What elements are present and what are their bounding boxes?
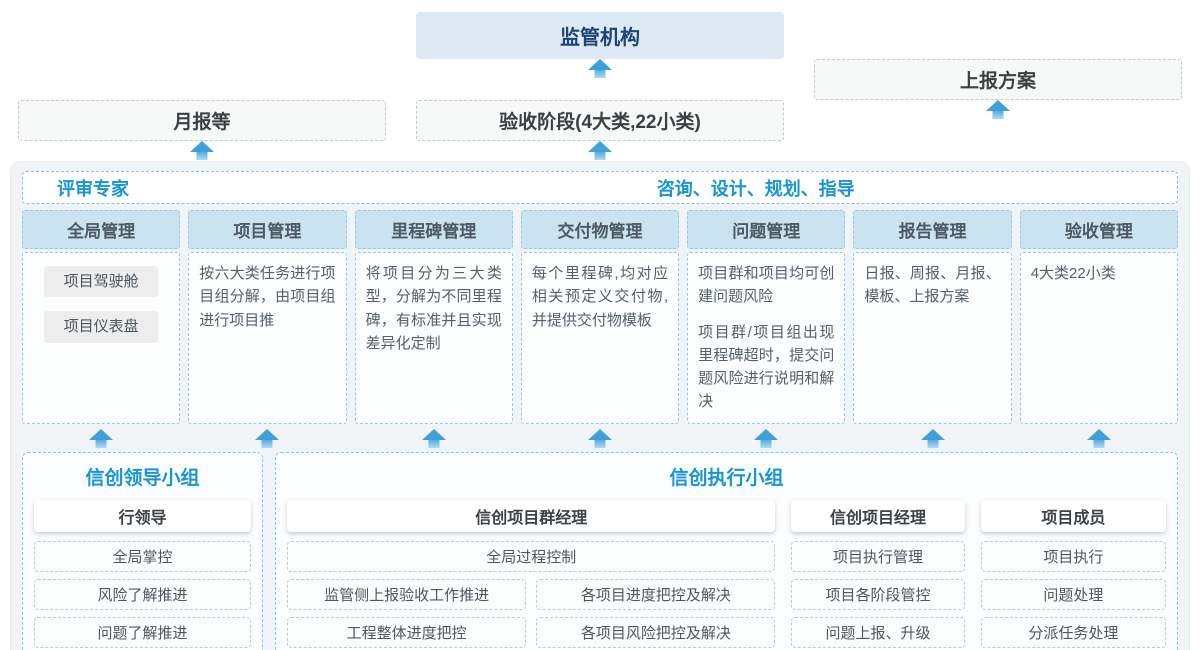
column-title: 验收管理 bbox=[1019, 210, 1178, 249]
top-flow-area: 监管机构 上报方案 月报等 验收阶段(4大类,22小类) bbox=[0, 0, 1200, 161]
column-deliverable-management: 交付物管理 每个里程碑,均对应相关预定义交付物,并提供交付物模板 bbox=[520, 210, 680, 424]
up-arrow-icon bbox=[587, 141, 613, 160]
up-arrow-icon bbox=[421, 429, 447, 448]
project-member-item: 分派任务处理 bbox=[980, 617, 1166, 648]
review-experts-label: 评审专家 bbox=[57, 178, 129, 199]
column-text: 项目群和项目均可创建问题风险 bbox=[698, 265, 835, 306]
program-manager-item: 监管侧上报验收工作推进 bbox=[287, 579, 527, 610]
leadership-group-box: 信创领导小组 行领导 全局掌控 风险了解推进 问题了解推进 信创信息掌握 bbox=[22, 452, 263, 650]
up-arrow-icon bbox=[920, 429, 946, 448]
bank-leader-role: 行领导 bbox=[34, 500, 251, 532]
column-text: 按六大类任务进行项目组分解，由项目组进行项目推 bbox=[199, 265, 336, 329]
up-arrow-icon bbox=[985, 100, 1011, 119]
column-text: 将项目分为三大类型，分解为不同里程碑，有标准并且实现差异化定制 bbox=[365, 265, 502, 352]
report-plan-box: 上报方案 bbox=[814, 59, 1182, 100]
project-manager-item: 项目执行管理 bbox=[791, 541, 965, 572]
program-manager-item: 各项目进度把控及解决 bbox=[536, 579, 776, 610]
column-text: 每个里程碑,均对应相关预定义交付物,并提供交付物模板 bbox=[531, 265, 669, 329]
execution-group-title: 信创执行小组 bbox=[669, 468, 784, 489]
program-manager-item: 各项目风险把控及解决 bbox=[536, 617, 776, 648]
execution-group-box: 信创执行小组 信创项目群经理 全局过程控制 监管侧上报验收工作推进 工程整体进度… bbox=[275, 452, 1178, 650]
project-member-role: 项目成员 bbox=[980, 500, 1166, 532]
column-issue-management: 问题管理 项目群和项目均可创建问题风险 项目群/项目组出现里程碑超时，提交问题风… bbox=[687, 210, 846, 424]
up-arrow-icon bbox=[88, 429, 114, 448]
leadership-item: 问题了解推进 bbox=[34, 617, 251, 648]
up-arrow-icon bbox=[587, 429, 613, 448]
acceptance-stage-box: 验收阶段(4大类,22小类) bbox=[416, 100, 784, 141]
expert-header-bar: 评审专家 咨询、设计、规划、指导 bbox=[22, 171, 1178, 204]
column-body: 将项目分为三大类型，分解为不同里程碑，有标准并且实现差异化定制 bbox=[354, 252, 513, 424]
column-title: 全局管理 bbox=[22, 210, 181, 249]
monthly-report-box: 月报等 bbox=[18, 100, 386, 141]
column-title: 问题管理 bbox=[687, 210, 846, 249]
leadership-group-title: 信创领导小组 bbox=[85, 468, 200, 489]
column-acceptance-management: 验收管理 4大类22小类 bbox=[1019, 210, 1178, 424]
column-body: 按六大类任务进行项目组分解，由项目组进行项目推 bbox=[188, 252, 347, 424]
column-text: 日报、周报、月报、模板、上报方案 bbox=[864, 265, 1001, 306]
column-title: 项目管理 bbox=[188, 210, 347, 249]
column-title: 交付物管理 bbox=[520, 210, 680, 249]
project-cockpit-pill: 项目驾驶舱 bbox=[43, 266, 159, 298]
column-body: 4大类22小类 bbox=[1019, 252, 1178, 424]
column-report-management: 报告管理 日报、周报、月报、模板、上报方案 bbox=[853, 210, 1012, 424]
column-text: 项目群/项目组出现里程碑超时，提交问题风险进行说明和解决 bbox=[698, 323, 835, 411]
project-member-column: 项目成员 项目执行 问题处理 分派任务处理 知识库 bbox=[980, 500, 1166, 650]
program-manager-right-list: 各项目进度把控及解决 各项目风险把控及解决 信创工程知识库建立与迭代 bbox=[536, 579, 776, 650]
project-dashboard-pill: 项目仪表盘 bbox=[43, 311, 159, 343]
column-body: 项目驾驶舱 项目仪表盘 bbox=[22, 252, 181, 424]
column-body: 项目群和项目均可创建问题风险 项目群/项目组出现里程碑超时，提交问题风险进行说明… bbox=[687, 252, 846, 424]
management-columns: 全局管理 项目驾驶舱 项目仪表盘 项目管理 按六大类任务进行项目组分解，由项目组… bbox=[22, 210, 1178, 424]
project-member-item: 项目执行 bbox=[980, 541, 1166, 572]
column-title: 里程碑管理 bbox=[354, 210, 513, 249]
column-global-management: 全局管理 项目驾驶舱 项目仪表盘 bbox=[22, 210, 181, 424]
up-arrow-icon bbox=[1086, 429, 1112, 448]
project-member-item: 问题处理 bbox=[980, 579, 1166, 610]
program-manager-item: 工程整体进度把控 bbox=[287, 617, 527, 648]
main-diagram-container: 评审专家 咨询、设计、规划、指导 全局管理 项目驾驶舱 项目仪表盘 项目管理 按… bbox=[10, 161, 1190, 650]
program-manager-item: 全局过程控制 bbox=[287, 541, 776, 572]
leadership-item: 风险了解推进 bbox=[34, 579, 251, 610]
up-arrow-icon bbox=[254, 429, 280, 448]
column-arrows-row bbox=[22, 429, 1178, 448]
project-manager-role: 信创项目经理 bbox=[791, 500, 965, 532]
column-project-management: 项目管理 按六大类任务进行项目组分解，由项目组进行项目推 bbox=[188, 210, 347, 424]
column-milestone-management: 里程碑管理 将项目分为三大类型，分解为不同里程碑，有标准并且实现差异化定制 bbox=[354, 210, 513, 424]
consult-design-plan-guide-label: 咨询、设计、规划、指导 bbox=[656, 178, 855, 199]
leadership-item: 全局掌控 bbox=[34, 541, 251, 572]
column-text: 4大类22小类 bbox=[1030, 265, 1116, 282]
bottom-groups-area: 信创领导小组 行领导 全局掌控 风险了解推进 问题了解推进 信创信息掌握 信创执… bbox=[22, 452, 1178, 650]
program-manager-role: 信创项目群经理 bbox=[287, 500, 776, 532]
up-arrow-icon bbox=[587, 59, 613, 78]
project-manager-item: 项目各阶段管控 bbox=[791, 579, 965, 610]
up-arrow-icon bbox=[189, 141, 215, 160]
project-manager-column: 信创项目经理 项目执行管理 项目各阶段管控 问题上报、升级 报告模板协助 bbox=[791, 500, 965, 650]
column-body: 日报、周报、月报、模板、上报方案 bbox=[853, 252, 1012, 424]
column-title: 报告管理 bbox=[853, 210, 1012, 249]
program-manager-left-list: 监管侧上报验收工作推进 工程整体进度把控 各项目进度把控及解决 bbox=[287, 579, 527, 650]
project-manager-item: 问题上报、升级 bbox=[791, 617, 965, 648]
column-body: 每个里程碑,均对应相关预定义交付物,并提供交付物模板 bbox=[520, 252, 680, 424]
up-arrow-icon bbox=[753, 429, 779, 448]
regulator-box: 监管机构 bbox=[416, 12, 784, 59]
program-manager-column: 信创项目群经理 全局过程控制 监管侧上报验收工作推进 工程整体进度把控 各项目进… bbox=[287, 500, 776, 650]
